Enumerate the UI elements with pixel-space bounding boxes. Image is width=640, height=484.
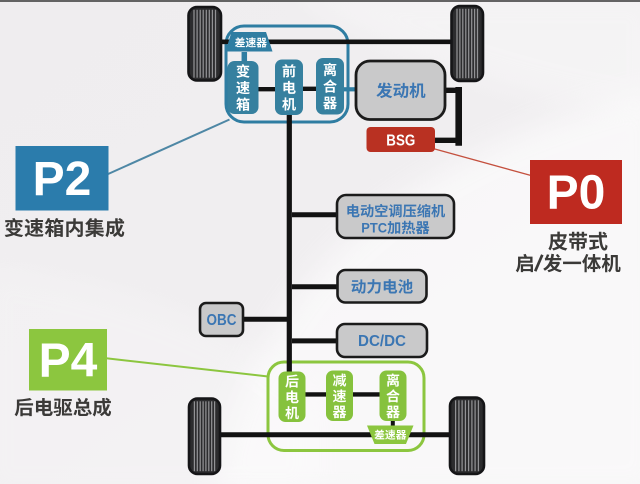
svg-text:P2: P2 bbox=[33, 153, 92, 206]
svg-text:P4: P4 bbox=[39, 335, 98, 388]
svg-text:OBC: OBC bbox=[207, 312, 237, 329]
svg-text:P0: P0 bbox=[547, 167, 606, 220]
svg-text:PTC: PTC bbox=[361, 220, 387, 236]
svg-text:BSG: BSG bbox=[386, 132, 415, 149]
svg-text:DC/DC: DC/DC bbox=[358, 333, 406, 350]
